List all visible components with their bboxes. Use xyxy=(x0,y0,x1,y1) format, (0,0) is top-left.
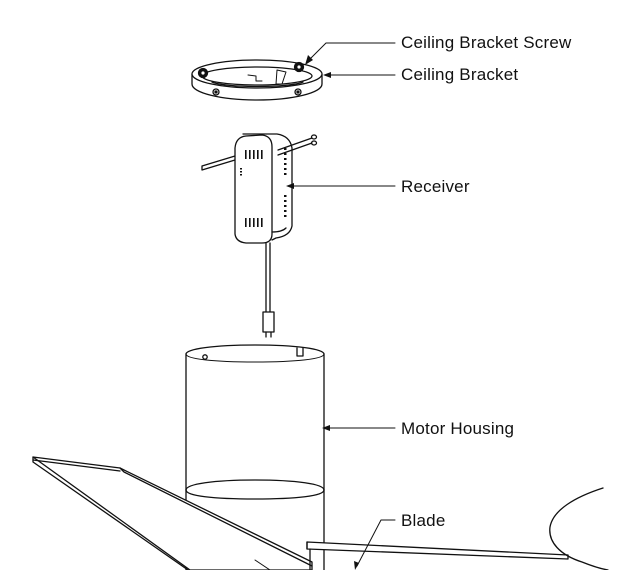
motor-housing xyxy=(185,344,325,570)
ceiling-bracket-screw xyxy=(197,61,305,79)
blade-left xyxy=(32,456,313,570)
leader-arrowheads xyxy=(286,55,359,570)
leader-lines xyxy=(289,42,396,567)
receiver xyxy=(201,133,318,338)
blade-right xyxy=(306,487,609,570)
label-ceiling-bracket-screw: Ceiling Bracket Screw xyxy=(401,33,572,52)
label-ceiling-bracket: Ceiling Bracket xyxy=(401,65,519,84)
leader-blade xyxy=(356,519,396,567)
label-receiver: Receiver xyxy=(401,177,470,196)
ceiling-bracket xyxy=(191,59,323,101)
label-blade: Blade xyxy=(401,511,446,530)
label-motor-housing: Motor Housing xyxy=(401,419,515,438)
leader-ceiling-bracket-screw xyxy=(308,42,396,61)
